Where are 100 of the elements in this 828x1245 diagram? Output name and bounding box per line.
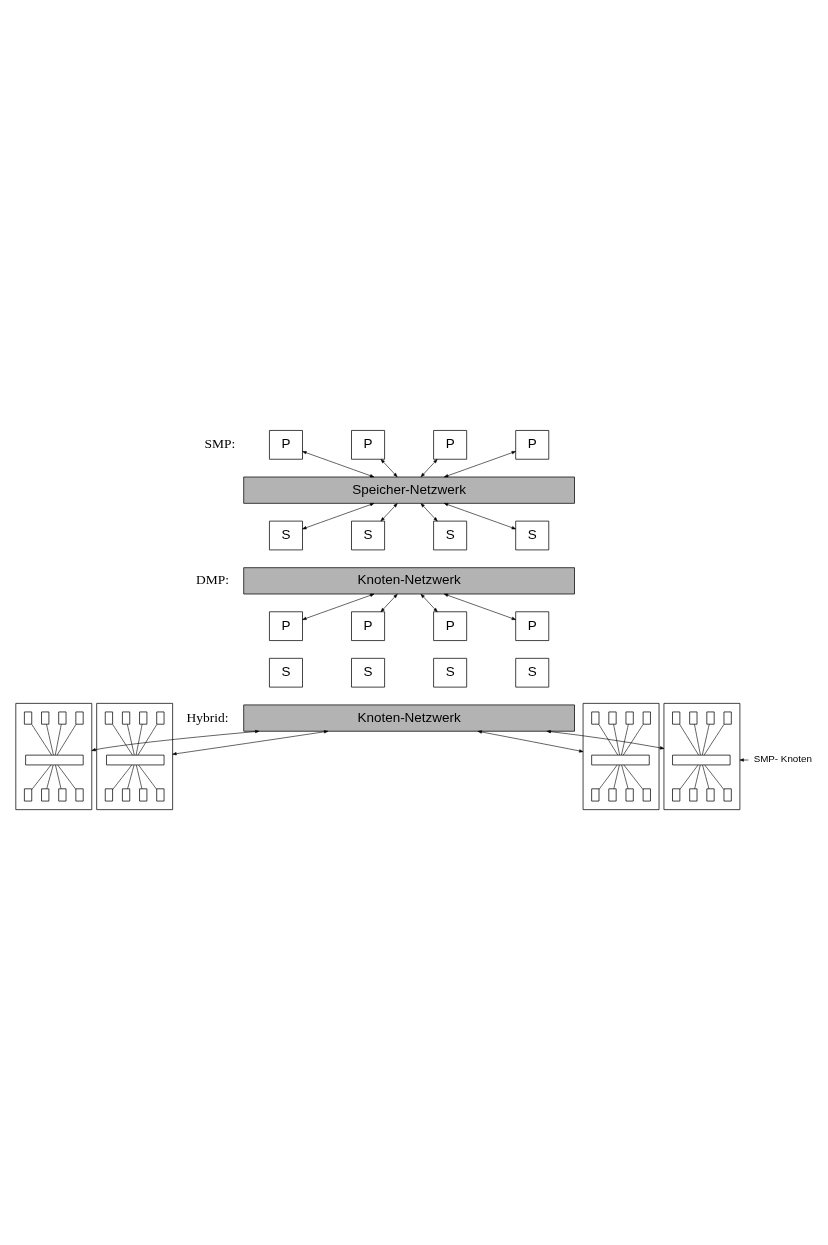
node-box: S [351,520,385,551]
connector [112,724,133,756]
node-box [625,711,634,725]
node-box [723,711,732,725]
node-box: S [351,657,385,688]
node-box [24,788,33,802]
connector [613,724,620,756]
node-box: P [351,430,385,460]
connector [127,764,135,789]
node-box [104,788,113,802]
node-box: S [269,520,303,551]
node-box: P [515,430,550,460]
arrow [546,730,665,750]
node-box: P [515,611,550,641]
node-bar [106,754,165,766]
arrow [443,503,516,530]
node-box [608,788,617,802]
connector [56,724,77,756]
arrow [420,593,438,613]
node-box [122,711,131,725]
arrow [380,593,398,613]
node-box [122,788,131,802]
node-box: P [269,430,303,460]
connector [55,764,62,789]
arrow [477,730,584,753]
node-box [689,711,698,725]
arrow [302,593,375,620]
node-box [672,711,681,725]
arrow [739,758,749,762]
node-box [75,711,84,725]
node-box [642,788,651,802]
node-box [608,711,617,725]
arrow [302,503,375,530]
node-box [706,788,715,802]
cluster [96,703,173,810]
connector [137,724,158,756]
connector [135,724,143,756]
node-box: S [515,657,550,688]
node-box: P [269,611,303,641]
connector [622,724,644,756]
connector [703,724,725,756]
connector [54,724,62,756]
arrow [302,451,375,478]
connector [598,724,619,756]
arrow [420,503,438,522]
arrow [420,459,438,478]
arrow [172,730,329,756]
label: DMP: [195,572,229,588]
connector [46,764,54,789]
node-bar [25,754,84,766]
node-box [642,711,651,725]
label: SMP: [204,436,236,452]
node-box [672,788,681,802]
node-box [58,711,67,725]
cluster [15,703,93,810]
node-box [24,711,33,725]
node-box [591,711,600,725]
node-box [139,711,148,725]
connector [127,724,135,756]
connector [694,764,701,789]
arrow [380,503,398,522]
node-box: S [433,520,468,551]
connector [621,724,629,756]
connector [136,764,143,789]
node-box [706,711,715,725]
node-box [75,788,84,802]
node-box [723,788,732,802]
node-box [156,788,165,802]
node-box: P [433,611,468,641]
connector [31,764,52,790]
cluster [582,703,660,810]
node-box [41,711,50,725]
node-box [41,788,50,802]
node-box [625,788,634,802]
connector [702,764,710,789]
label: Hybrid: [186,709,229,725]
node-box [689,788,698,802]
connector [694,724,701,756]
node-box: S [269,657,303,688]
arrow [444,451,516,478]
node-bar [591,754,650,766]
node-box [139,788,148,802]
connector [702,724,710,756]
node-box: P [351,611,385,641]
node-box: P [433,430,468,460]
node-bar [672,754,731,766]
connector [112,764,133,790]
arrow [443,593,516,620]
node-box: S [515,520,550,551]
arrow [91,730,260,752]
arrow [380,459,398,478]
node-box [58,788,67,802]
node-box [104,711,113,725]
node-box [591,788,600,802]
connector [46,724,54,756]
cluster [663,703,741,810]
connector [138,764,157,790]
node-box [156,711,165,725]
node-box: S [433,657,468,688]
node-text: SMP- Knoten [753,753,812,765]
